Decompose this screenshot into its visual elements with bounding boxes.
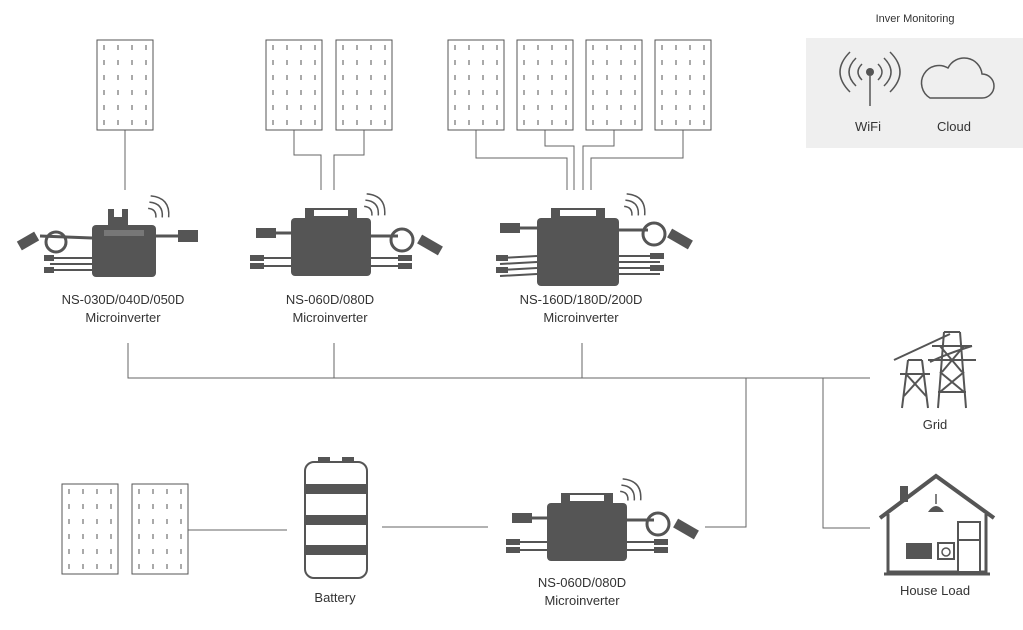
monitoring-panel: WiFi Cloud (806, 38, 1023, 148)
microinverter-2-icon (250, 193, 443, 276)
solar-panel-9 (131, 483, 189, 575)
grid-tower-icon (893, 331, 976, 409)
wifi-label: WiFi (855, 119, 881, 134)
wifi-icon (839, 51, 901, 106)
solar-panel-4 (447, 39, 505, 131)
cloud-label: Cloud (937, 119, 971, 134)
microinverter-3-icon (496, 193, 693, 286)
inverter-1-model: NS-030D/040D/050D (61, 292, 185, 307)
solar-panel-8 (61, 483, 119, 575)
inverter-3-model: NS-160D/180D/200D (519, 292, 643, 307)
solar-panel-2 (265, 39, 323, 131)
battery-icon (304, 457, 368, 579)
inverter-3-type: Microinverter (543, 310, 619, 325)
inverter-3-label: NS-160D/180D/200D Microinverter (520, 291, 643, 327)
monitoring-title: Inver Monitoring (875, 13, 955, 25)
inverter-4-label: NS-060D/080D Microinverter (538, 574, 626, 610)
inverter-2-type: Microinverter (292, 310, 368, 325)
house-icon (878, 473, 996, 576)
inverter-1-type: Microinverter (85, 310, 161, 325)
wiring (124, 130, 870, 531)
inverter-2-label: NS-060D/080D Microinverter (286, 291, 374, 327)
microinverter-4-icon (506, 478, 699, 561)
inverter-1-label: NS-030D/040D/050D Microinverter (62, 291, 185, 327)
solar-panel-1 (96, 39, 154, 131)
solar-panel-5 (516, 39, 574, 131)
inverter-2-model: NS-060D/080D (285, 292, 375, 307)
solar-panel-7 (654, 39, 712, 131)
battery-label: Battery (314, 590, 356, 605)
grid-label: Grid (922, 417, 948, 432)
microinverter-1-icon (16, 195, 198, 277)
inverter-4-model: NS-060D/080D (537, 575, 627, 590)
inverter-4-type: Microinverter (544, 593, 620, 608)
solar-panel-6 (585, 39, 643, 131)
cloud-icon (920, 57, 995, 99)
solar-panel-3 (335, 39, 393, 131)
house-load-label: House Load (899, 583, 971, 598)
